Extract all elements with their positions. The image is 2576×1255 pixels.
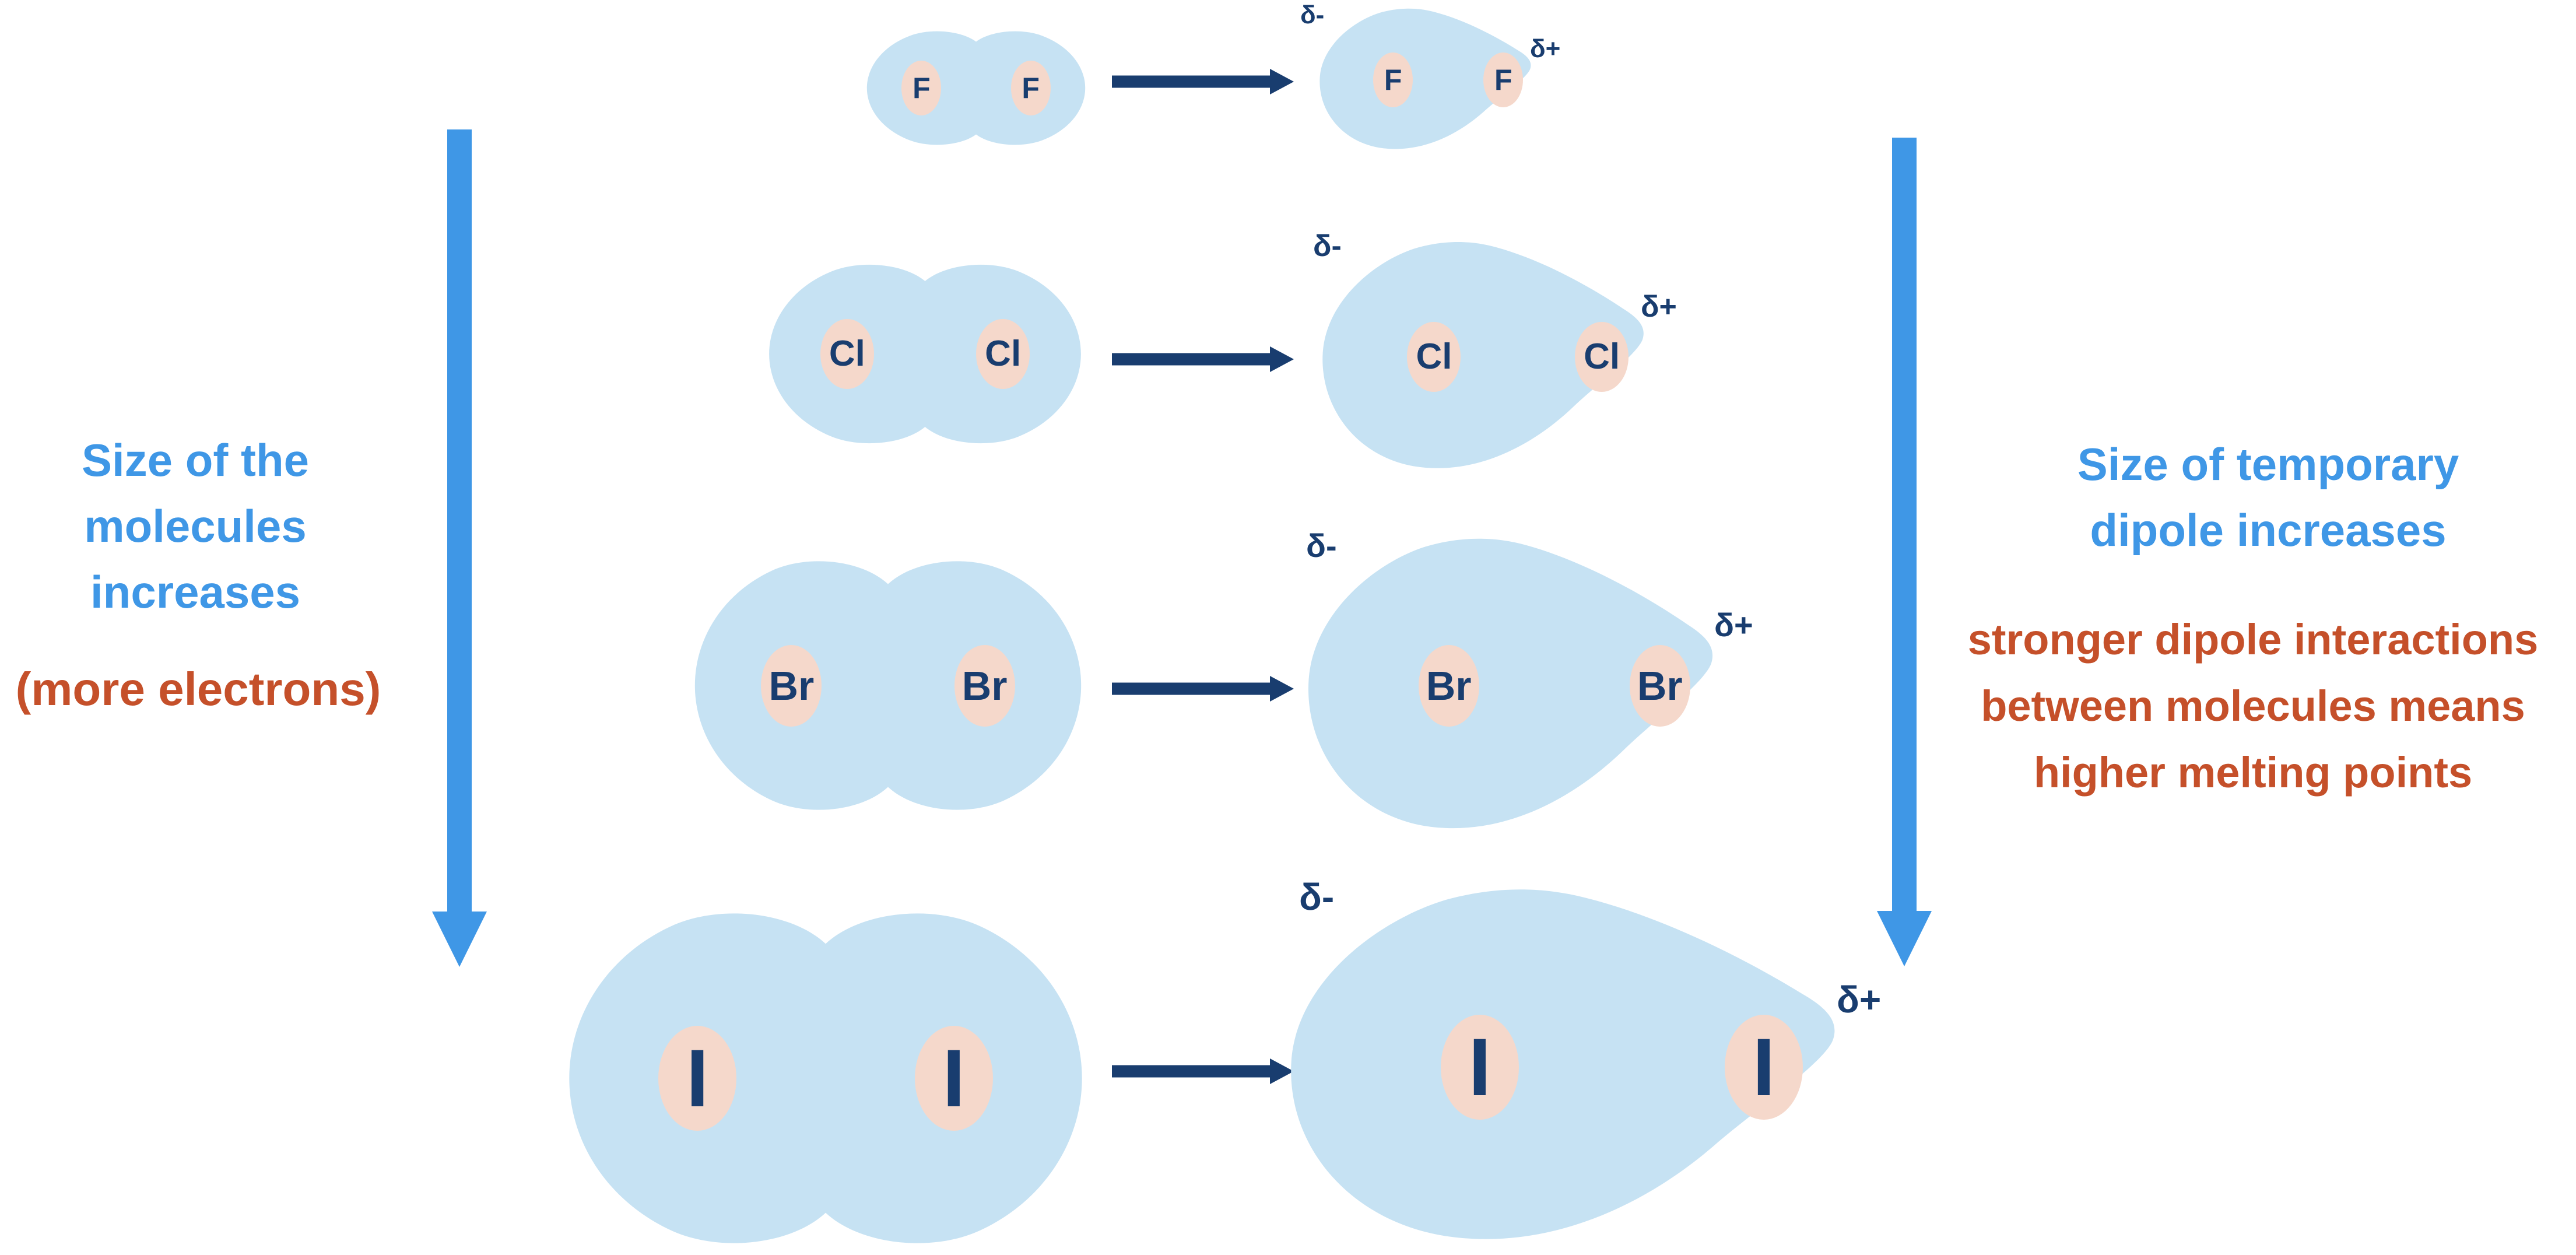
caption-line: dipole increases [2090, 504, 2447, 556]
i2-distorted-electron-cloud: I I [1277, 884, 1856, 1255]
cl2-delta-plus-label: δ+ [1641, 290, 1677, 324]
caption-line: molecules [84, 500, 307, 552]
atom-symbol: F [913, 72, 931, 104]
atom-symbol: I [1468, 1021, 1491, 1113]
atom-symbol: F [1384, 63, 1402, 96]
arrow-shaft [1112, 75, 1271, 88]
atom-nucleus: Cl [820, 319, 874, 389]
atom-nucleus: F [1483, 52, 1524, 107]
atom-symbol: Cl [829, 334, 865, 374]
atom-symbol: F [1022, 72, 1040, 104]
cl2-distorted-electron-cloud: Cl Cl [1314, 239, 1656, 480]
electron-cloud-shape [694, 561, 1082, 810]
electron-cloud-shape [1322, 242, 1644, 468]
atom-nucleus: I [1724, 1014, 1803, 1120]
atom-nucleus: Br [954, 644, 1015, 727]
electron-cloud-shape [1319, 8, 1531, 149]
arrow-shaft [1892, 138, 1917, 912]
i2-delta-plus-label: δ+ [1837, 979, 1882, 1021]
br2-distorted-electron-cloud: Br Br [1298, 534, 1729, 843]
electron-cloud-shape [1308, 538, 1713, 829]
arrow-shaft [1112, 1065, 1271, 1078]
atom-symbol: Cl [985, 334, 1022, 374]
atom-nucleus: Cl [976, 319, 1030, 389]
atom-nucleus: Br [761, 644, 822, 727]
atom-nucleus: Br [1418, 644, 1479, 727]
caption-line: higher melting points [2033, 748, 2473, 797]
arrow-head [1270, 346, 1294, 372]
atom-nucleus: I [1440, 1014, 1519, 1120]
f2-distorted-electron-cloud: F F [1314, 6, 1539, 156]
br2-transform-arrow-icon [1112, 676, 1294, 702]
cl2-transform-arrow-icon [1112, 346, 1294, 372]
atom-nucleus: Cl [1407, 321, 1461, 392]
atom-nucleus: F [901, 61, 942, 115]
caption-line: Size of the [81, 434, 310, 486]
f2-delta-minus-label: δ- [1300, 1, 1325, 29]
right-caption-dipole-increases: Size of temporary dipole increases [1977, 432, 2560, 563]
caption-line: Size of temporary [2077, 439, 2459, 490]
atom-symbol: Cl [1416, 336, 1452, 377]
atom-nucleus: Cl [1575, 321, 1629, 392]
atom-nucleus: F [1373, 52, 1413, 107]
arrow-head [1270, 69, 1294, 94]
arrow-shaft [1112, 682, 1271, 695]
right-down-arrow-icon [1877, 138, 1932, 967]
atom-symbol: F [1494, 63, 1512, 96]
atom-symbol: I [1752, 1021, 1775, 1113]
f2-transform-arrow-icon [1112, 69, 1294, 94]
atom-symbol: I [942, 1032, 966, 1124]
atom-nucleus: I [658, 1026, 737, 1131]
atom-symbol: Br [961, 662, 1008, 709]
atom-nucleus: Br [1629, 644, 1690, 727]
arrow-shaft [1112, 353, 1271, 366]
i2-transform-arrow-icon [1112, 1058, 1294, 1084]
cl2-symmetric-electron-cloud: Cl Cl [763, 260, 1087, 448]
arrow-head [1270, 1058, 1294, 1084]
f2-delta-plus-label: δ+ [1530, 34, 1561, 63]
arrow-head [432, 912, 487, 967]
electron-cloud-shape [569, 913, 1082, 1243]
arrow-head [1270, 676, 1294, 702]
caption-line: increases [90, 566, 300, 618]
atom-nucleus: F [1010, 61, 1051, 115]
atom-symbol: Br [768, 662, 815, 709]
caption-line: stronger dipole interactions [1967, 615, 2539, 664]
i2-symmetric-electron-cloud: I I [559, 904, 1093, 1253]
i2-delta-minus-label: δ- [1299, 876, 1335, 918]
caption-line: (more electrons) [15, 663, 381, 715]
arrow-head [1877, 911, 1932, 966]
caption-line: between molecules means [1981, 682, 2525, 730]
atom-symbol: I [686, 1032, 709, 1124]
electron-cloud-shape [769, 264, 1081, 444]
left-down-arrow-icon [432, 129, 487, 967]
left-caption-size-of-molecules: Size of the molecules increases [17, 427, 373, 625]
electron-cloud-shape [866, 31, 1086, 145]
br2-delta-plus-label: δ+ [1714, 607, 1753, 643]
cl2-delta-minus-label: δ- [1313, 229, 1342, 263]
atom-nucleus: I [914, 1026, 993, 1131]
br2-delta-minus-label: δ- [1306, 527, 1337, 564]
br2-symmetric-electron-cloud: Br Br [687, 554, 1089, 817]
atom-symbol: Br [1426, 662, 1472, 709]
right-caption-melting-points: stronger dipole interactions between mol… [1930, 607, 2576, 806]
left-caption-more-electrons: (more electrons) [0, 660, 396, 718]
atom-symbol: Cl [1584, 336, 1620, 377]
atom-symbol: Br [1637, 662, 1683, 709]
electron-cloud-shape [1291, 889, 1835, 1239]
arrow-shaft [447, 129, 472, 912]
f2-symmetric-electron-cloud: F F [862, 28, 1090, 148]
